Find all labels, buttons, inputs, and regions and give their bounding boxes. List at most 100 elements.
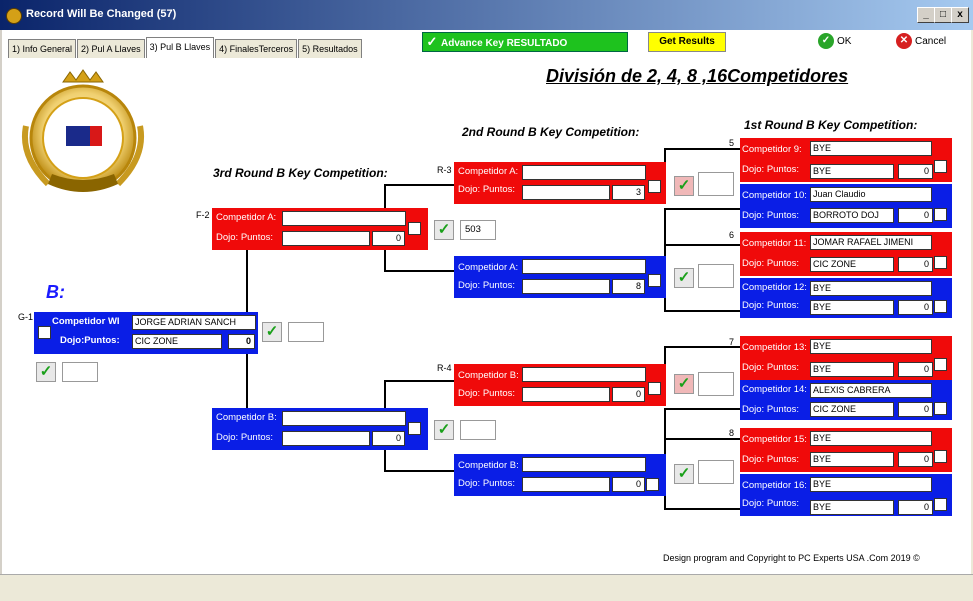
competitor-15-dojo[interactable]: BYE: [810, 452, 894, 467]
tab-finales-terceros[interactable]: 4) FinalesTerceros: [215, 39, 298, 58]
connector: [664, 438, 740, 440]
m8-score-field[interactable]: [698, 460, 734, 484]
competitor-16-points[interactable]: 0: [898, 500, 933, 515]
r3-b-dojo-field[interactable]: [522, 279, 610, 294]
minimize-button[interactable]: _: [917, 7, 935, 23]
f2-a-dojo-field[interactable]: [282, 231, 370, 246]
copyright-text: Design program and Copyright to PC Exper…: [663, 553, 920, 563]
cancel-label: Cancel: [915, 36, 947, 47]
bracket-b-label: B:: [46, 282, 65, 302]
r4-b-points-field[interactable]: 0: [612, 477, 645, 492]
tab-pul-b-llaves[interactable]: 3) Pul B Llaves: [145, 37, 215, 58]
competitor-16-dojo[interactable]: BYE: [810, 500, 894, 515]
r4-a-name-field[interactable]: [522, 367, 646, 382]
f2-b-points-field[interactable]: 0: [372, 431, 405, 446]
r4-b-checkbox[interactable]: [646, 478, 659, 491]
r3-b-checkbox[interactable]: [648, 274, 661, 287]
r3-a-points-field[interactable]: 3: [612, 185, 645, 200]
f2-b-dojo-field[interactable]: [282, 431, 370, 446]
tab-info-general[interactable]: 1) Info General: [8, 39, 77, 58]
r4-b-dojo-field[interactable]: [522, 477, 610, 492]
f2-a-points-field[interactable]: 0: [372, 231, 405, 246]
r3-b-name-field[interactable]: [522, 259, 646, 274]
competitor-16-checkbox[interactable]: [934, 498, 947, 511]
competitor-13-points[interactable]: 0: [898, 362, 933, 377]
competitor-12-points[interactable]: 0: [898, 300, 933, 315]
advance-key-button[interactable]: ✓Advance Key RESULTADO: [422, 32, 628, 52]
cancel-button[interactable]: ✕Cancel: [896, 32, 946, 52]
m5-score-field[interactable]: [698, 172, 734, 196]
f2-b-checkbox[interactable]: [408, 422, 421, 435]
competitor-14-name[interactable]: ALEXIS CABRERA: [810, 383, 932, 398]
competitor-13-checkbox[interactable]: [934, 358, 947, 371]
g1-verify-icon[interactable]: ✓: [36, 362, 56, 382]
competitor-11-dojo[interactable]: CIC ZONE: [810, 257, 894, 272]
winner-checkbox[interactable]: [38, 326, 51, 339]
tab-pul-a-llaves[interactable]: 2) Pul A Llaves: [77, 39, 145, 58]
r3-b-points-field[interactable]: 8: [612, 279, 645, 294]
winner-dojo-field[interactable]: CIC ZONE: [132, 334, 222, 349]
g1-score-field[interactable]: [62, 362, 98, 382]
r3-a-checkbox[interactable]: [648, 180, 661, 193]
competitor-10-points[interactable]: 0: [898, 208, 933, 223]
f2b-verify-icon[interactable]: ✓: [434, 420, 454, 440]
r4-a-points-field[interactable]: 0: [612, 387, 645, 402]
competitor-11-name[interactable]: JOMAR RAFAEL JIMENI: [810, 235, 932, 250]
competitor-10-dojo[interactable]: BORROTO DOJ: [810, 208, 894, 223]
connector: [246, 232, 248, 312]
competitor-13-dojo[interactable]: BYE: [810, 362, 894, 377]
second-round-label: 2nd Round B Key Competition:: [462, 125, 640, 139]
competitor-14-checkbox[interactable]: [934, 402, 947, 415]
competitor-9-box: Competidor 9: BYE Dojo: Puntos: BYE 0: [740, 138, 952, 182]
m8-verify-icon[interactable]: ✓: [674, 464, 694, 484]
m7-verify-icon[interactable]: ✓: [674, 374, 694, 394]
f-verify-icon[interactable]: ✓: [262, 322, 282, 342]
r4-a-dojo-field[interactable]: [522, 387, 610, 402]
app-icon: [6, 8, 22, 24]
r3-a-dojo-field[interactable]: [522, 185, 610, 200]
competitor-15-points[interactable]: 0: [898, 452, 933, 467]
competitor-11-points[interactable]: 0: [898, 257, 933, 272]
ok-label: OK: [837, 36, 852, 47]
winner-points-field[interactable]: 0: [228, 334, 255, 349]
competitor-12-name[interactable]: BYE: [810, 281, 932, 296]
competitor-12-checkbox[interactable]: [934, 300, 947, 313]
competitor-9-name[interactable]: BYE: [810, 141, 932, 156]
competitor-10-name[interactable]: Juan Claudio: [810, 187, 932, 202]
competitor-13-name[interactable]: BYE: [810, 339, 932, 354]
competitor-14-dojo[interactable]: CIC ZONE: [810, 402, 894, 417]
competitor-11-checkbox[interactable]: [934, 256, 947, 269]
f2-score-field[interactable]: 503: [460, 220, 496, 240]
f2-a-checkbox[interactable]: [408, 222, 421, 235]
close-button[interactable]: x: [951, 7, 969, 23]
f2b-score-field[interactable]: [460, 420, 496, 440]
m6-verify-icon[interactable]: ✓: [674, 268, 694, 288]
competitor-16-name[interactable]: BYE: [810, 477, 932, 492]
r4-a-checkbox[interactable]: [648, 382, 661, 395]
competitor-9-checkbox[interactable]: [934, 160, 947, 173]
connector: [384, 470, 454, 472]
competitor-15-checkbox[interactable]: [934, 450, 947, 463]
f-score-field[interactable]: [288, 322, 324, 342]
f2-b-name-field[interactable]: [282, 411, 406, 426]
f2-verify-icon[interactable]: ✓: [434, 220, 454, 240]
r3-a-name-field[interactable]: [522, 165, 646, 180]
competitor-10-checkbox[interactable]: [934, 208, 947, 221]
competitor-9-dojo[interactable]: BYE: [810, 164, 894, 179]
maximize-button[interactable]: □: [934, 7, 952, 23]
m6-score-field[interactable]: [698, 264, 734, 288]
m5-verify-icon[interactable]: ✓: [674, 176, 694, 196]
tab-resultados[interactable]: 5) Resultados: [298, 39, 362, 58]
m7-score-field[interactable]: [698, 372, 734, 396]
competitor-12-dojo[interactable]: BYE: [810, 300, 894, 315]
winner-name-field[interactable]: JORGE ADRIAN SANCH: [132, 315, 256, 330]
competitor-14-points[interactable]: 0: [898, 402, 933, 417]
get-results-button[interactable]: Get Results: [648, 32, 726, 52]
connector: [384, 250, 386, 272]
competitor-15-name[interactable]: BYE: [810, 431, 932, 446]
f2-a-name-field[interactable]: [282, 211, 406, 226]
r4-b-name-field[interactable]: [522, 457, 646, 472]
f2-b-box: Competidor B: Dojo: Puntos: 0: [212, 408, 428, 450]
competitor-9-points[interactable]: 0: [898, 164, 933, 179]
ok-button[interactable]: ✓OK: [818, 32, 851, 52]
